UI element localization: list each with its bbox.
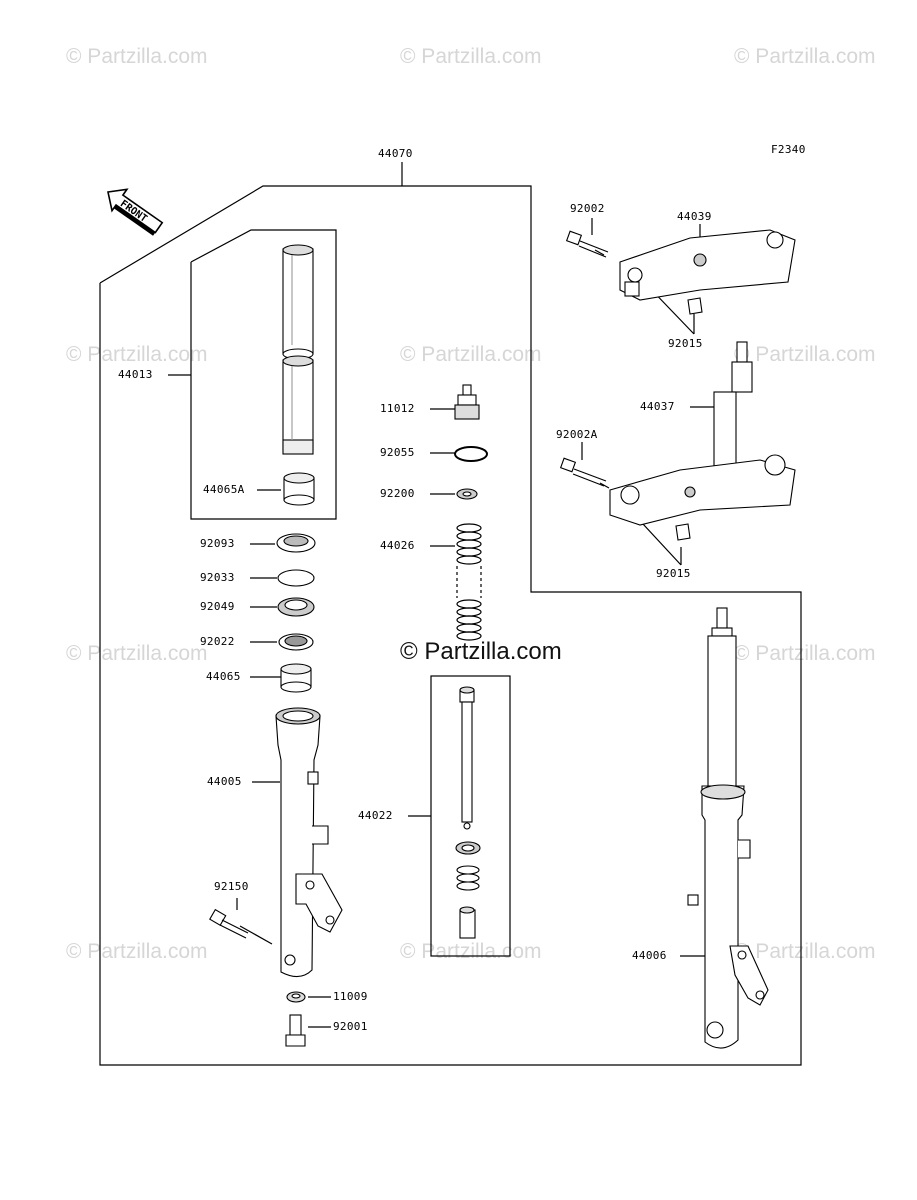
upper-bracket-icon	[619, 229, 796, 301]
bushing-icon	[283, 472, 315, 506]
part-label-44039[interactable]: 44039	[677, 210, 712, 223]
fork-spring-icon	[456, 523, 482, 641]
oring-and-washer-icons	[454, 446, 488, 500]
part-label-92015[interactable]: 92015	[668, 337, 703, 350]
part-label-92033[interactable]: 92033	[200, 571, 235, 584]
inner-tube-icon	[282, 244, 314, 455]
front-arrow: FRONT	[107, 188, 164, 236]
damper-rod-icon	[455, 686, 481, 939]
part-label-92002A[interactable]: 92002A	[556, 428, 598, 441]
seal-ring-icons	[276, 533, 316, 693]
bolt-icon	[209, 908, 249, 939]
assembly-outline	[99, 185, 802, 1066]
part-label-44006[interactable]: 44006	[632, 949, 667, 962]
watermark: © Partzilla.com	[66, 45, 208, 68]
part-label-44026[interactable]: 44026	[380, 539, 415, 552]
part-label-44065[interactable]: 44065	[206, 670, 241, 683]
washer-and-bolt-icons	[285, 991, 306, 1047]
nut-icon	[687, 297, 703, 315]
inner-tube-box	[190, 229, 337, 520]
nut-icon	[675, 523, 691, 541]
part-label-44037[interactable]: 44037	[640, 400, 675, 413]
part-label-92093[interactable]: 92093	[200, 537, 235, 550]
cap-bolt-icon	[454, 384, 480, 420]
diagram-code: F2340	[771, 143, 806, 156]
part-label-44005[interactable]: 44005	[207, 775, 242, 788]
part-label-92002[interactable]: 92002	[570, 202, 605, 215]
watermark: © Partzilla.com	[734, 940, 876, 963]
outer-tube-icon	[275, 707, 343, 978]
watermark: © Partzilla.com	[66, 642, 208, 665]
watermark: © Partzilla.com	[734, 343, 876, 366]
part-label-44013[interactable]: 44013	[118, 368, 153, 381]
part-label-92055[interactable]: 92055	[380, 446, 415, 459]
part-label-44070[interactable]: 44070	[378, 147, 413, 160]
bolt-icon	[559, 457, 607, 487]
part-label-92001[interactable]: 92001	[333, 1020, 368, 1033]
watermark: © Partzilla.com	[66, 343, 208, 366]
part-label-92049[interactable]: 92049	[200, 600, 235, 613]
part-label-44022[interactable]: 44022	[358, 809, 393, 822]
part-label-92150[interactable]: 92150	[214, 880, 249, 893]
steering-stem-icon	[609, 341, 796, 526]
part-label-92015[interactable]: 92015	[656, 567, 691, 580]
part-label-11009[interactable]: 11009	[333, 990, 368, 1003]
center-watermark: © Partzilla.com	[400, 638, 562, 665]
part-label-92200[interactable]: 92200	[380, 487, 415, 500]
bolt-icon	[565, 230, 609, 258]
watermark: © Partzilla.com	[734, 45, 876, 68]
fork-leg-icon	[687, 607, 769, 1049]
part-label-44065A[interactable]: 44065A	[203, 483, 245, 496]
watermark: © Partzilla.com	[66, 940, 208, 963]
watermark: © Partzilla.com	[400, 343, 542, 366]
part-label-92022[interactable]: 92022	[200, 635, 235, 648]
watermark: © Partzilla.com	[400, 940, 542, 963]
watermark: © Partzilla.com	[734, 642, 876, 665]
part-label-11012[interactable]: 11012	[380, 402, 415, 415]
watermark: © Partzilla.com	[400, 45, 542, 68]
